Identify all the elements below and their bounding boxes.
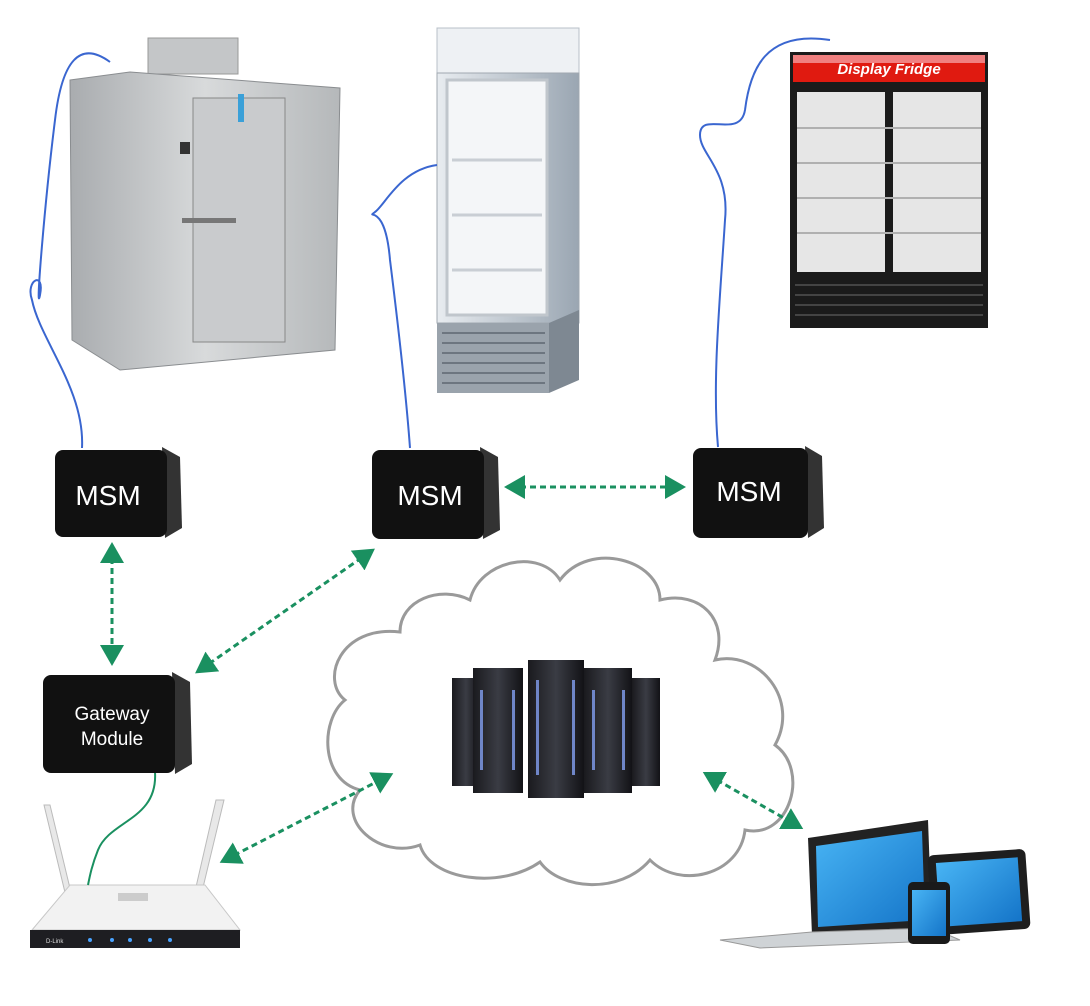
display-fridge-sign: Display Fridge [837, 61, 940, 78]
display-fridge: Display Fridge [790, 52, 988, 328]
gateway-router-cable [87, 771, 157, 886]
gateway-module: Gateway Module [43, 672, 192, 774]
gateway-label-line2: Module [81, 729, 143, 750]
server-racks [452, 660, 660, 798]
router-brand: D-Link [46, 939, 64, 945]
link-cloud-devices [702, 771, 804, 830]
link-router-cloud [219, 772, 394, 864]
msm-left-label: MSM [75, 480, 140, 511]
msm-right-label: MSM [716, 476, 781, 507]
gateway-label-line1: Gateway [75, 704, 150, 725]
router: D-Link [30, 799, 242, 948]
sensor-wire-display [698, 37, 831, 448]
msm-center-label: MSM [397, 480, 462, 511]
msm-right: MSM [693, 446, 824, 538]
sensor-wire-upright [371, 164, 438, 449]
walk-in-cooler [69, 37, 341, 371]
msm-left: MSM [55, 447, 182, 538]
link-msm-center-gateway [195, 548, 375, 674]
msm-center: MSM [372, 447, 500, 539]
client-devices [719, 820, 1031, 949]
sensor-wire-cooler [29, 52, 111, 449]
sensor-wires [29, 37, 831, 449]
upright-fridge [436, 27, 580, 393]
